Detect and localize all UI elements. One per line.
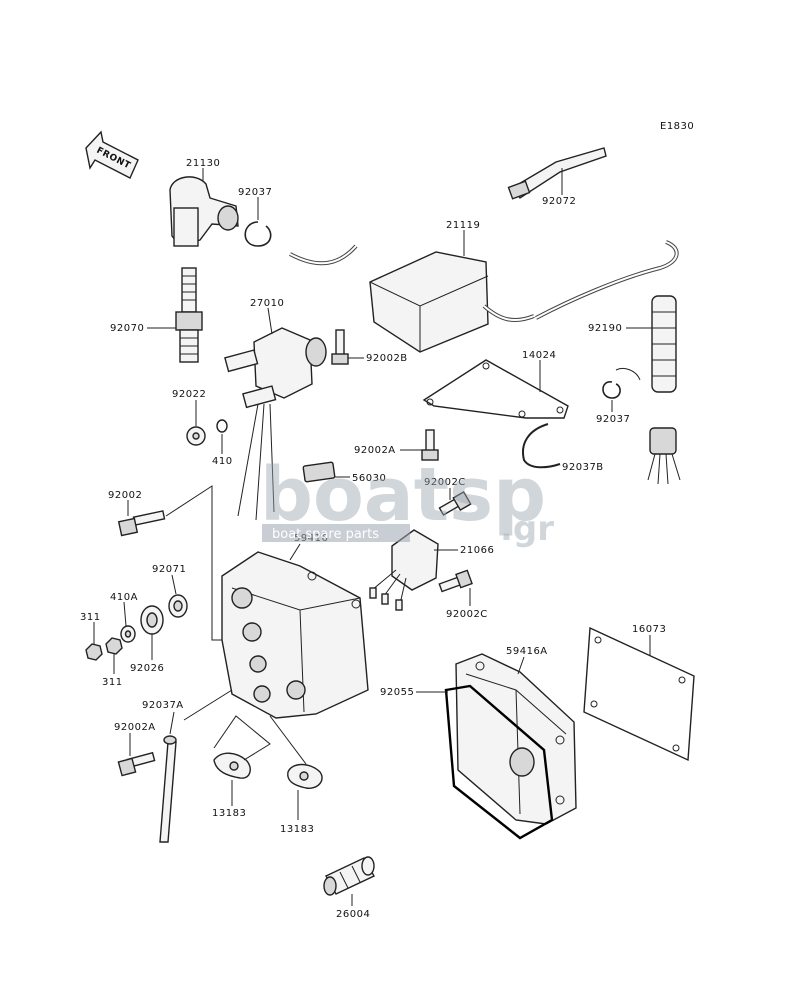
bolt-92002C-bot xyxy=(438,569,473,593)
label-21130: 21130 xyxy=(186,158,220,169)
label-92055: 92055 xyxy=(380,687,414,698)
label-27010: 27010 xyxy=(250,298,284,309)
label-92002A-bot: 92002A xyxy=(114,722,156,733)
label-92022: 92022 xyxy=(172,389,206,400)
nut-311-a xyxy=(85,643,103,661)
bolt-92002A-bot xyxy=(117,751,156,777)
label-92037A: 92037A xyxy=(142,700,184,711)
label-26004: 26004 xyxy=(336,909,370,920)
watermark-tagline: boat spare parts xyxy=(272,527,379,542)
label-92071: 92071 xyxy=(152,564,186,575)
ring-410 xyxy=(216,419,228,433)
label-92002C-bot: 92002C xyxy=(446,609,488,620)
label-21119: 21119 xyxy=(446,220,480,231)
label-59416A: 59416A xyxy=(506,646,548,657)
cover-plate-14024 xyxy=(422,359,569,419)
label-92002A-mid: 92002A xyxy=(354,445,396,456)
watermark: boatsp .gr boat spare parts xyxy=(260,452,554,549)
label-92037-top: 92037 xyxy=(238,187,272,198)
regulator-21066 xyxy=(369,529,439,611)
seal-92055 xyxy=(444,684,554,840)
bracket-92037B xyxy=(522,423,561,469)
label-311-b: 311 xyxy=(102,677,123,688)
spacer-92026 xyxy=(140,605,164,635)
label-92002C-top: 92002C xyxy=(424,477,466,488)
clip-92037-mid xyxy=(602,367,641,399)
label-92070: 92070 xyxy=(110,323,144,334)
flange-13183-b xyxy=(287,763,323,789)
label-92002B: 92002B xyxy=(366,353,408,364)
ignition-coil xyxy=(224,327,327,521)
strap-92037A xyxy=(159,735,177,843)
spark-plug xyxy=(175,267,203,363)
diagram-code: E1830 xyxy=(660,121,694,132)
connector-26004 xyxy=(323,856,375,896)
watermark-tld: .gr xyxy=(500,509,554,549)
bolt-92002C-top xyxy=(438,490,472,516)
label-92190: 92190 xyxy=(588,323,622,334)
cable-strap xyxy=(507,147,607,200)
label-56030: 56030 xyxy=(352,473,386,484)
bolt-92002B xyxy=(331,329,349,365)
label-92037B: 92037B xyxy=(562,462,604,473)
label-410: 410 xyxy=(212,456,233,467)
grommet-92071 xyxy=(168,594,188,618)
cover-59416A xyxy=(455,653,577,825)
label-92002: 92002 xyxy=(108,490,142,501)
label-16073: 16073 xyxy=(632,624,666,635)
spark-plug-cap xyxy=(169,176,239,247)
label-13183-a: 13183 xyxy=(212,808,246,819)
label-14024: 14024 xyxy=(522,350,556,361)
label-410A: 410A xyxy=(110,592,138,603)
ignition-unit xyxy=(289,244,535,353)
ignition-cable xyxy=(535,240,681,485)
clip-92037-top xyxy=(244,221,272,247)
bolt-92002A-mid xyxy=(421,429,439,461)
label-92037-mid: 92037 xyxy=(596,414,630,425)
label-311-a: 311 xyxy=(80,612,101,623)
watermark-brand: boatsp xyxy=(260,452,546,538)
label-13183-b: 13183 xyxy=(280,824,314,835)
nut-311-b xyxy=(105,637,123,655)
flange-13183-a xyxy=(213,752,251,779)
label-sticker-56030 xyxy=(302,461,336,483)
label-92072: 92072 xyxy=(542,196,576,207)
label-92026: 92026 xyxy=(130,663,164,674)
bolt-92002 xyxy=(117,510,166,537)
gasket-sheet-16073 xyxy=(583,626,695,762)
electric-case-59416 xyxy=(221,551,369,719)
front-arrow-icon: FRONT xyxy=(85,130,139,179)
label-21066: 21066 xyxy=(460,545,494,556)
